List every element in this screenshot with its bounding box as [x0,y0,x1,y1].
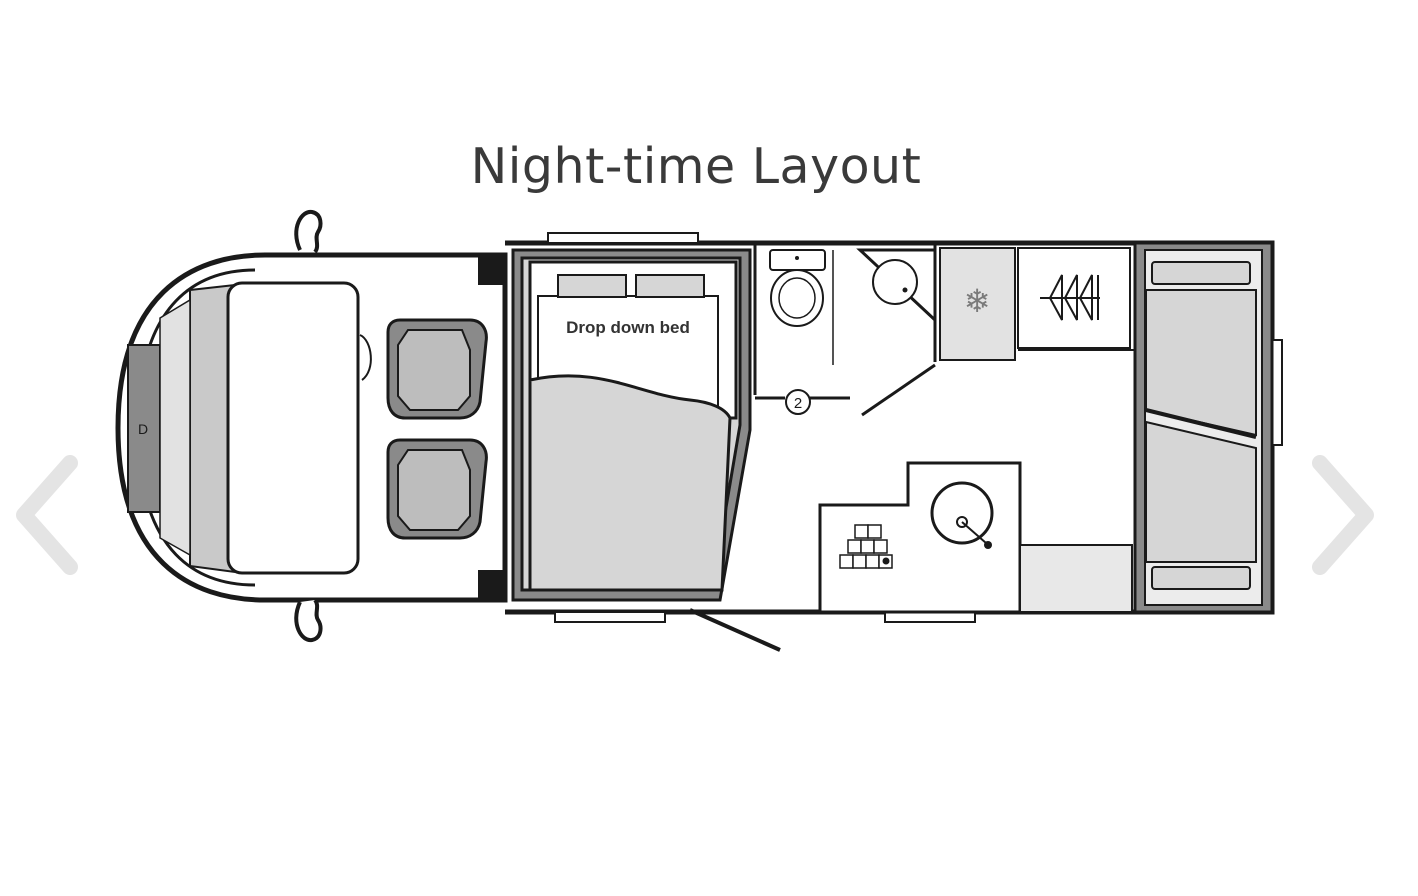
toilet-cistern [769,249,826,271]
snowflake-icon: ❄ [964,282,991,320]
sink-icon [930,481,994,545]
entrance-door[interactable] [689,608,781,652]
cab-seat-top [386,318,488,420]
svg-text:D: D [138,421,148,437]
cab-seat-bottom [386,438,488,540]
cushion [1151,566,1251,590]
washroom: 2 [753,243,937,417]
pillow [557,274,627,298]
layout-title: Night-time Layout [470,138,922,195]
duvet [528,374,732,592]
roof-window [547,232,699,244]
dashboard [226,281,360,575]
cushion [1151,261,1251,285]
washbasin-icon [872,259,918,305]
mirror-left [294,209,323,254]
previous-slide-button[interactable] [10,455,80,575]
next-slide-button[interactable] [1310,455,1380,575]
rear-lounge [1133,241,1274,614]
lounge-seat [1145,420,1257,563]
fridge [939,247,1016,361]
chevron-right-icon [1312,455,1374,575]
pillow [635,274,705,298]
mirror-right [294,598,323,643]
door-marker-text: 2 [794,395,802,412]
drop-down-bed: Drop down bed [511,248,752,602]
bed-label: Drop down bed [566,318,690,337]
kitchen [818,461,1133,614]
hanger-icon [1040,274,1100,321]
washroom-door-marker [785,389,811,415]
washroom-door[interactable] [861,363,936,417]
fridge-wardrobe: ❄ [933,243,1135,362]
kitchen-counter [1019,544,1133,613]
cab: D [115,209,508,643]
chevron-left-icon [16,455,78,575]
steering-wheel [359,334,372,381]
